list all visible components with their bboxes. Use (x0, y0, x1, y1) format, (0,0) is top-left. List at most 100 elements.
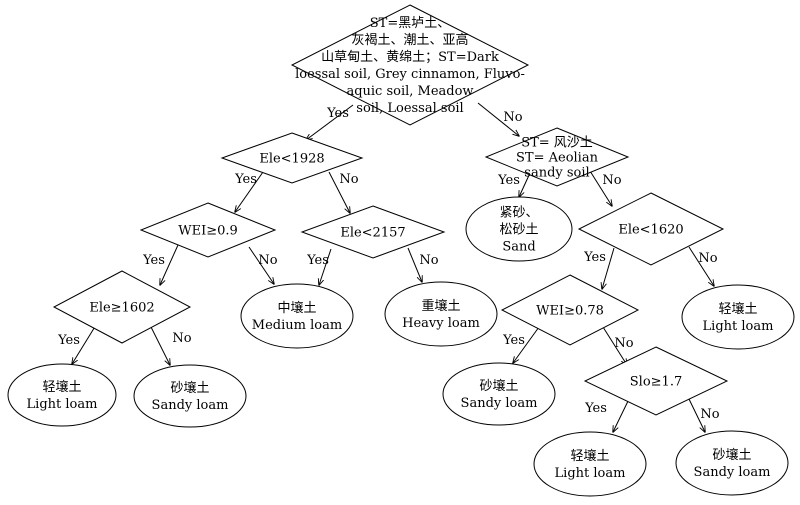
decision-diamond (577, 192, 725, 266)
node-text-line: Ele<1928 (259, 152, 324, 167)
edge-label-wei078-slo: No (614, 336, 633, 351)
edge-label-ele1928-wei09: Yes (234, 172, 257, 187)
node-slo17: Slo≥1.7 (583, 346, 729, 416)
edge-label-root-st: No (503, 110, 522, 125)
node-text-line: ST= 风沙土 (521, 136, 593, 151)
edge-label-ele1928-ele2157: No (339, 172, 358, 187)
edge-ele2157-medium (319, 248, 332, 285)
node-text-line: Light loam (27, 397, 98, 412)
edge-ele1602-sandy (149, 324, 170, 365)
edge-wei09-ele1602 (160, 244, 179, 285)
decision-diamond (484, 127, 630, 187)
edge-label-wei09-ele1602: Yes (142, 253, 165, 268)
decision-diamond (139, 202, 277, 258)
edge-ele1928-wei09 (235, 171, 264, 212)
edge-wei078-slo (602, 326, 627, 365)
node-light-loam-l: 轻壤土 Light loam (7, 363, 117, 427)
node-text-line: soil, Loessal soil (356, 101, 463, 116)
edge-label-wei078-sandy: Yes (502, 333, 525, 348)
edge-st-sand (519, 172, 531, 197)
edge-wei078-sandy (513, 326, 540, 363)
node-ele1602: Ele≥1602 (52, 270, 192, 344)
edge-label-st-ele1620: No (602, 173, 621, 188)
leaf-ellipse (681, 284, 795, 350)
node-text-line: Heavy loam (402, 316, 480, 331)
node-sandy-loam-l: 砂壤土 Sandy loam (133, 364, 247, 428)
edge-label-st-sand: Yes (497, 173, 520, 188)
node-root: ST=黑垆土、灰褐土、潮土、亚高山草甸土、黄绵土；ST=Darkloessal … (290, 4, 530, 126)
edge-slo-light (613, 396, 631, 432)
decision-diamond (500, 274, 640, 346)
node-text-line: 砂壤土 (170, 380, 209, 396)
node-text-line: Slo≥1.7 (630, 375, 682, 390)
leaf-ellipse (465, 196, 573, 262)
node-wei078: WEI≥0.78 (500, 274, 640, 346)
node-text-line: Ele<1620 (618, 223, 683, 238)
node-wei09: WEI≥0.9 (139, 202, 277, 258)
edge-ele1602-light (72, 324, 97, 364)
node-text-line: sandy soil (524, 166, 589, 181)
edge-label-ele1620-light: No (698, 251, 717, 266)
node-text-line: 灰褐土、潮土、亚高 (351, 32, 468, 48)
edge-label-ele2157-heavy: No (419, 253, 438, 268)
decision-diamond (583, 346, 729, 416)
node-text-line: WEI≥0.9 (178, 224, 238, 239)
node-text-line: 山草甸土、黄绵土；ST=Dark (321, 50, 499, 65)
edge-label-ele1602-sandy: No (172, 331, 191, 346)
edge-st-ele1620 (589, 170, 612, 206)
node-light-loam-r: 轻壤土 Light loam (681, 284, 795, 350)
node-text-line: 紧砂、 (499, 206, 538, 221)
node-text-line: 重壤土 (421, 298, 460, 314)
leaf-ellipse (240, 283, 354, 349)
edge-root-st (477, 102, 519, 136)
node-heavy-loam: 重壤土 Heavy loam (384, 281, 498, 347)
node-text-line: 砂壤土 (712, 447, 751, 463)
node-text-line: Light loam (555, 466, 626, 481)
edge-label-slo-sandy: No (700, 407, 719, 422)
leaf-ellipse (133, 364, 247, 428)
edges (72, 102, 714, 432)
decision-diamond (300, 205, 446, 259)
node-text-line: Sandy loam (152, 398, 229, 413)
edge-label-ele2157-medium: Yes (306, 253, 329, 268)
decision-diamond (52, 270, 192, 344)
node-sandy-loam-b: 砂壤土 Sandy loam (675, 430, 789, 496)
node-text-line: 中壤土 (277, 300, 316, 316)
edge-root-ele1928 (306, 104, 354, 140)
node-ele2157: Ele<2157 (300, 205, 446, 259)
node-text-line: aquic soil, Meadow (346, 84, 473, 99)
edge-ele2157-heavy (407, 247, 422, 282)
edge-ele1620-light (688, 246, 714, 286)
node-text-line: 砂壤土 (479, 378, 518, 394)
node-text-line: 轻壤土 (718, 301, 757, 317)
edge-label-ele1620-wei078: Yes (583, 250, 606, 265)
decision-diamond (220, 132, 364, 184)
edge-wei09-medium (248, 246, 274, 284)
node-text-line: Sandy loam (694, 465, 771, 480)
leaf-ellipse (675, 430, 789, 496)
decision-diamond (290, 4, 530, 126)
edge-slo-sandy (687, 396, 705, 432)
nodes: ST=黑垆土、灰褐土、潮土、亚高山草甸土、黄绵土；ST=Darkloessal … (7, 4, 795, 497)
leaf-ellipse (442, 362, 556, 426)
edge-label-slo-light: Yes (584, 401, 607, 416)
node-text-line: Light loam (703, 319, 774, 334)
edge-label-wei09-medium: No (258, 253, 277, 268)
node-text-line: WEI≥0.78 (536, 304, 604, 319)
node-text-line: Sand (502, 240, 535, 255)
leaf-ellipse (533, 431, 647, 497)
leaf-ellipse (384, 281, 498, 347)
edge-ele1928-ele2157 (328, 171, 350, 213)
node-text-line: 轻壤土 (42, 379, 81, 395)
edge-label-ele1602-light: Yes (57, 333, 80, 348)
node-ele1928: Ele<1928 (220, 132, 364, 184)
node-text-line: Ele≥1602 (89, 301, 154, 316)
edge-ele1620-wei078 (602, 247, 615, 289)
node-text-line: ST= Aeolian (516, 151, 599, 166)
